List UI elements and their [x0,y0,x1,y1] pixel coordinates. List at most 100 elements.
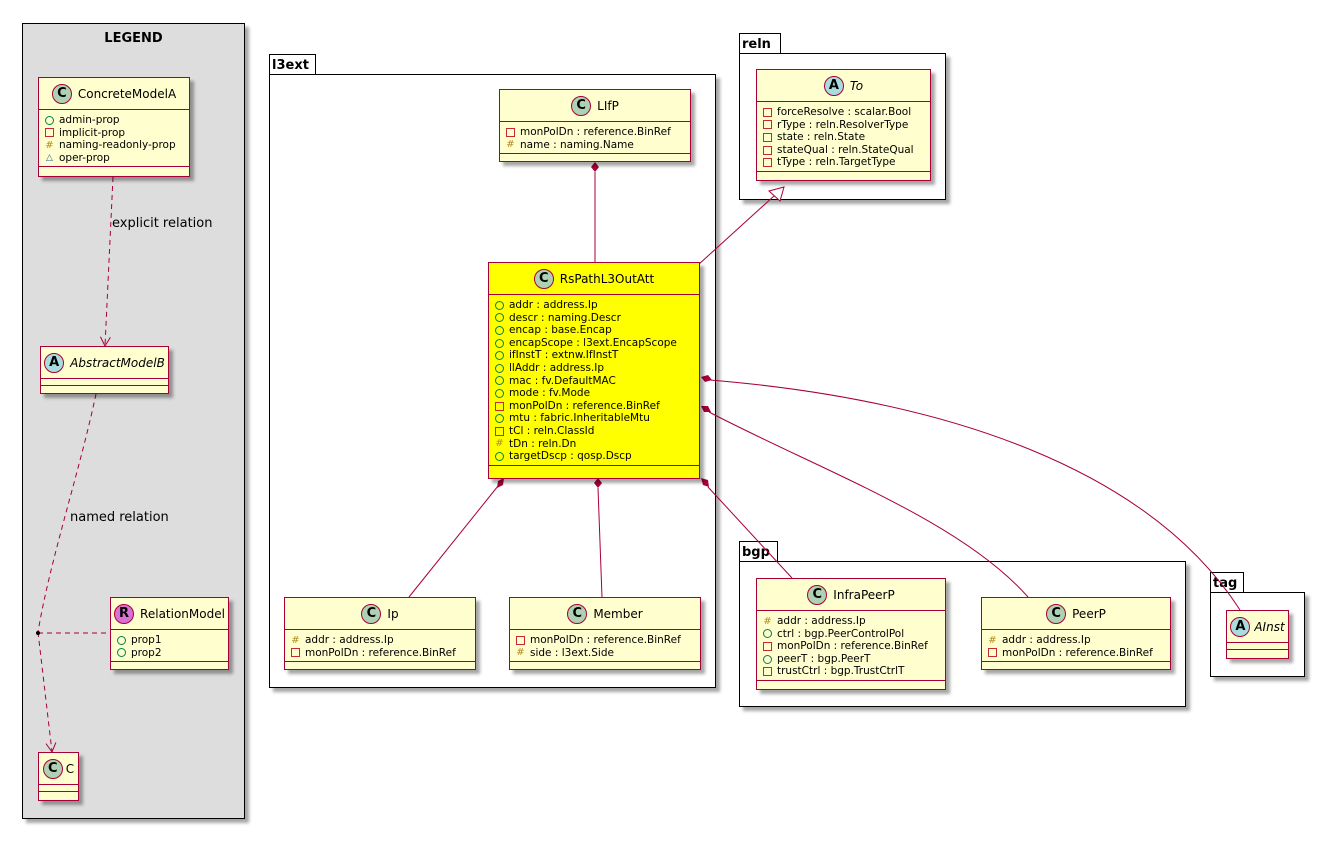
attribute-list: #addr : address.Ip ctrl : bgp.PeerContro… [757,611,945,681]
edge-rspath-peerp [708,411,1029,598]
class-stereotype-icon: C [807,584,828,605]
public-visibility-icon [117,648,126,658]
attribute-list: #addr : address.Ip monPolDn : reference.… [285,630,475,663]
attribute-list: addr : address.Ip descr : naming.Descr e… [489,295,699,466]
class-stereotype-icon: C [42,758,63,779]
public-visibility-icon [45,115,54,125]
attribute-row: rType : reln.ResolverType [763,119,924,132]
attribute-row: #naming-readonly-prop [45,139,176,152]
class-name: Member [593,606,643,621]
attribute-row: descr : naming.Descr [495,312,693,325]
attribute-row: monPolDn : reference.BinRef [988,647,1164,660]
attribute-list: prop1 prop2 [111,630,228,663]
private-visibility-icon [506,127,515,137]
package-tab-reln: reln [739,33,781,54]
package-tab-l3ext: l3ext [269,54,316,75]
class-stereotype-icon: A [1230,616,1251,637]
class-relation-model[interactable]: R RelationModel prop1 prop2 [110,597,229,670]
class-ainst[interactable]: A AInst [1226,610,1289,659]
private-visibility-icon [988,648,997,658]
protected-visibility-icon: # [506,139,515,151]
edge-member-diamond [594,478,602,488]
class-member[interactable]: C Member monPolDn : reference.BinRef #si… [509,597,701,670]
attribute-list: #addr : address.Ip monPolDn : reference.… [982,630,1170,663]
attribute-row: tCl : reln.ClassId [495,425,693,438]
class-name: RsPathL3OutAtt [559,271,655,286]
public-visibility-icon [495,451,504,461]
protected-visibility-icon: # [291,634,300,646]
private-visibility-icon [763,667,772,677]
public-visibility-icon [763,654,772,664]
protected-visibility-icon: # [495,438,504,450]
attribute-row: △oper-prop [46,151,110,164]
private-visibility-icon [763,120,772,130]
class-c[interactable]: C C [38,752,79,801]
class-abstract-model-b[interactable]: A AbstractModelB [40,346,169,394]
class-infrapeerp[interactable]: C InfraPeerP #addr : address.Ip ctrl : b… [756,578,946,690]
class-stereotype-icon: A [823,75,844,96]
package-visibility-icon: △ [46,152,53,163]
private-visibility-icon [763,107,772,117]
package-tab-bgp: bgp [739,541,778,562]
attribute-row: encapScope : l3ext.EncapScope [495,337,693,350]
attribute-row: #addr : address.Ip [988,634,1091,646]
edge-rspath-ip [408,485,499,598]
attribute-row: #tDn : reln.Dn [495,437,577,450]
edge-ip-diamond [497,478,504,488]
legend-title: LEGEND [104,31,163,46]
edge-to-triangle [767,186,785,202]
edge-infrapeerp-diamond [701,478,709,487]
edge-named-relation [37,393,97,633]
protected-visibility-icon: # [988,634,997,646]
private-visibility-icon [291,648,300,658]
class-stereotype-icon: C [571,95,592,116]
attribute-row: ifInstT : extnw.IfInstT [495,349,693,362]
attribute-list: admin-prop implicit-prop #naming-readonl… [39,110,189,168]
public-visibility-icon [117,635,126,645]
attribute-row: ctrl : bgp.PeerControlPol [763,628,939,641]
class-name: Ip [387,606,399,621]
protected-visibility-icon: # [763,615,772,627]
public-visibility-icon [495,338,504,348]
attribute-list: monPolDn : reference.BinRef #name : nami… [500,122,690,155]
attribute-row: implicit-prop [45,127,183,140]
attribute-row: mtu : fabric.InheritableMtu [495,412,693,425]
edge-rspath-infrapeerp [707,486,793,579]
attribute-row: monPolDn : reference.BinRef [516,634,694,647]
public-visibility-icon [495,363,504,373]
class-rspath-l3outatt[interactable]: C RsPathL3OutAtt addr : address.Ip descr… [488,262,700,479]
package-tab-tag: tag [1210,572,1244,593]
attribute-row: state : reln.State [763,131,924,144]
class-ip[interactable]: C Ip #addr : address.Ip monPolDn : refer… [284,597,476,670]
private-visibility-icon [495,401,504,411]
public-visibility-icon [763,629,772,639]
class-stereotype-icon: C [1046,603,1067,624]
attribute-row: stateQual : reln.StateQual [763,144,924,157]
private-visibility-icon [763,158,772,168]
attribute-row: mode : fv.Mode [495,387,693,400]
private-visibility-icon [763,641,772,651]
class-to[interactable]: A To forceResolve : scalar.Bool rType : … [756,69,931,181]
edge-rspath-member [597,487,603,598]
private-visibility-icon [495,426,504,436]
attribute-row: peerT : bgp.PeerT [763,653,939,666]
edge-label-explicit-relation: explicit relation [112,216,213,231]
edge-rspath-to [697,195,775,266]
class-lifp[interactable]: C LIfP monPolDn : reference.BinRef #name… [499,89,691,162]
edge-relation-dot [36,631,40,635]
protected-visibility-icon: # [45,139,54,151]
class-name: AInst [1254,619,1285,634]
public-visibility-icon [495,325,504,335]
attribute-row: addr : address.Ip [495,299,693,312]
attribute-row: #addr : address.Ip [763,615,866,627]
class-concrete-model-a[interactable]: C ConcreteModelA admin-prop implicit-pro… [38,77,190,177]
class-peerp[interactable]: C PeerP #addr : address.Ip monPolDn : re… [981,597,1171,670]
attribute-row: prop2 [117,647,222,660]
edge-named-relation-tail [37,631,57,754]
attribute-row: monPolDn : reference.BinRef [763,640,939,653]
class-name: AbstractModelB [70,355,165,370]
attribute-row: monPolDn : reference.BinRef [506,126,684,139]
attribute-list: forceResolve : scalar.Bool rType : reln.… [757,102,930,172]
class-name: To [849,78,864,93]
